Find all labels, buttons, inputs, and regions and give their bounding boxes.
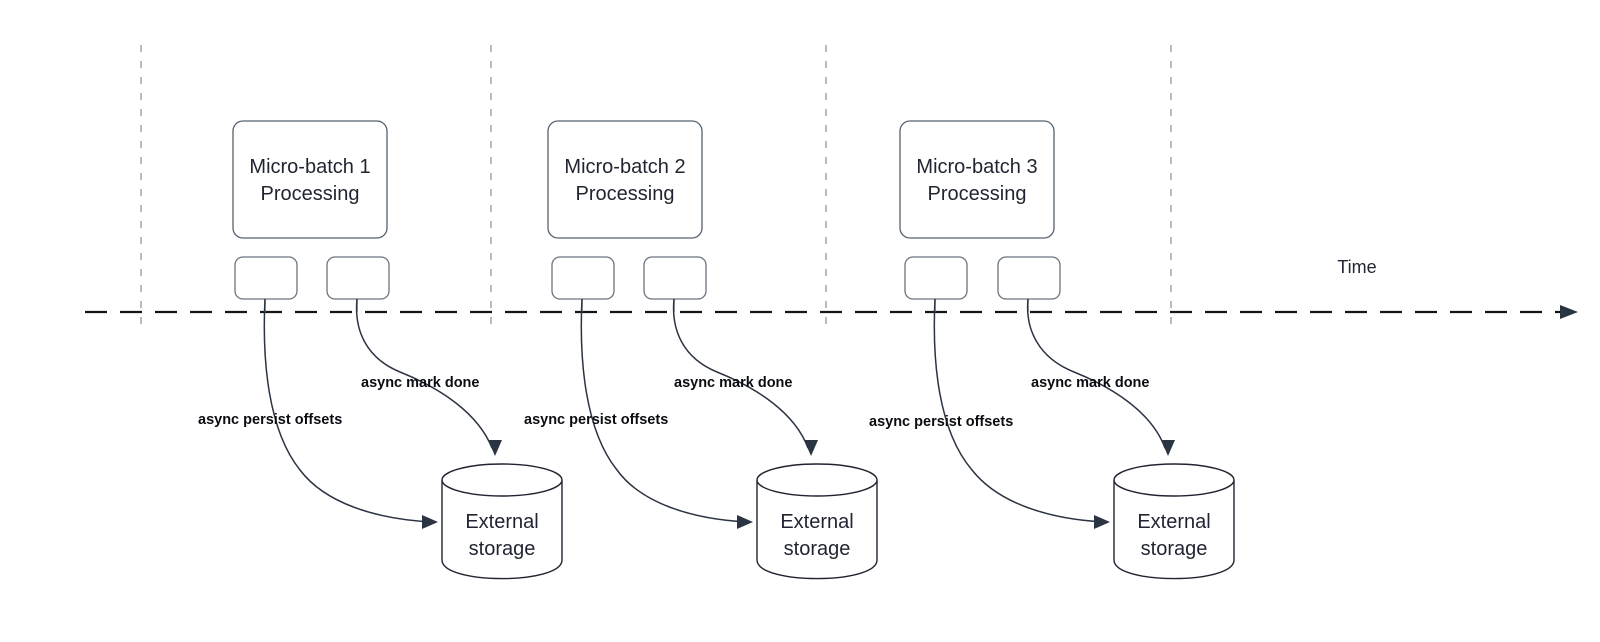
- async-persist-offsets-1-arrowhead: [422, 515, 438, 529]
- batch-1-storage-cylinder-top: [441, 463, 563, 497]
- async-persist-offsets-2-curve: [580, 298, 748, 523]
- async-persist-offsets-3-label: async persist offsets: [869, 414, 1013, 430]
- batch-1-storage-cylinder-body[interactable]: [441, 480, 563, 580]
- async-mark-done-2-label: async mark done: [674, 375, 792, 391]
- batch-2-storage-label-line1: External: [780, 511, 853, 533]
- batch-1-label-line1: Micro-batch 1: [249, 156, 370, 178]
- tick-box-1a[interactable]: [234, 256, 298, 300]
- async-mark-done-2-arrowhead: [804, 440, 818, 456]
- batch-2-storage-label-line2: storage: [784, 538, 851, 560]
- batch-2-label-line1: Micro-batch 2: [564, 156, 685, 178]
- async-mark-done-3-arrowhead: [1161, 440, 1175, 456]
- batch-3-storage-label-line1: External: [1137, 511, 1210, 533]
- batch-3-storage-cylinder-body[interactable]: [1113, 480, 1235, 580]
- batch-3-box[interactable]: [899, 120, 1055, 239]
- time-axis-label: Time: [1337, 257, 1376, 277]
- async-persist-offsets-1-curve: [263, 298, 433, 523]
- async-persist-offsets-3-curve: [933, 298, 1105, 523]
- tick-box-3a[interactable]: [904, 256, 968, 300]
- async-mark-done-3-curve: [1026, 298, 1166, 449]
- batch-1-storage-label-line2: storage: [469, 538, 536, 560]
- tick-box-3b[interactable]: [997, 256, 1061, 300]
- async-persist-offsets-2-label: async persist offsets: [524, 412, 668, 428]
- time-axis-arrowhead: [1560, 305, 1578, 319]
- batch-1-storage-label-line1: External: [465, 511, 538, 533]
- batch-2-box[interactable]: [547, 120, 703, 239]
- batch-2-label-line2: Processing: [576, 183, 675, 205]
- async-persist-offsets-2-arrowhead: [737, 515, 753, 529]
- async-persist-offsets-1-label: async persist offsets: [198, 412, 342, 428]
- async-mark-done-1-arrowhead: [488, 440, 502, 456]
- batch-1-label-line2: Processing: [261, 183, 360, 205]
- batch-3-storage-label-line2: storage: [1141, 538, 1208, 560]
- timeline-axis: [85, 305, 1578, 319]
- tick-box-1b[interactable]: [326, 256, 390, 300]
- batch-3-label-line2: Processing: [928, 183, 1027, 205]
- tick-box-2a[interactable]: [551, 256, 615, 300]
- async-mark-done-2-curve: [672, 298, 809, 449]
- async-mark-done-1-curve: [355, 298, 493, 449]
- batch-3-storage-cylinder-top: [1113, 463, 1235, 497]
- batch-1-box[interactable]: [232, 120, 388, 239]
- async-persist-offsets-3-arrowhead: [1094, 515, 1110, 529]
- batch-2-storage-cylinder-top: [756, 463, 878, 497]
- async-mark-done-1-label: async mark done: [361, 375, 479, 391]
- batch-2-storage-cylinder-body[interactable]: [756, 480, 878, 580]
- batch-3-label-line1: Micro-batch 3: [916, 156, 1037, 178]
- tick-box-2b[interactable]: [643, 256, 707, 300]
- async-mark-done-3-label: async mark done: [1031, 375, 1149, 391]
